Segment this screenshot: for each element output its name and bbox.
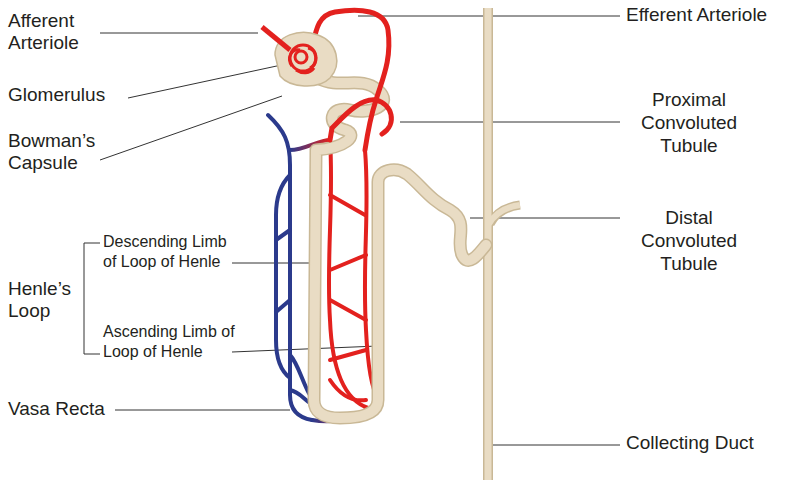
renal-tubule [314,78,486,418]
part-label: Vasa Recta [8,398,138,420]
collecting-duct [488,8,520,480]
glomerulus [262,27,316,73]
bowmans-capsule [275,32,337,86]
part-label: Bowman’s Capsule [8,130,118,174]
vasa-recta-junction [290,140,368,421]
part-label: Proximal Convoluted Tubule [625,88,753,157]
part-label: Afferent Arteriole [8,10,108,54]
leader-lines [84,16,620,445]
part-label: Glomerulus [8,84,138,106]
part-label: Efferent Arteriole [626,4,800,26]
vasa-recta-arterial [329,140,378,408]
part-label: Descending Limb of Loop of Henle [103,232,235,272]
part-label: Henle’s Loop [8,278,82,322]
part-label: Distal Convoluted Tubule [625,206,753,275]
part-label: Collecting Duct [626,432,796,454]
part-label: Ascending Limb of Loop of Henle [103,322,235,362]
